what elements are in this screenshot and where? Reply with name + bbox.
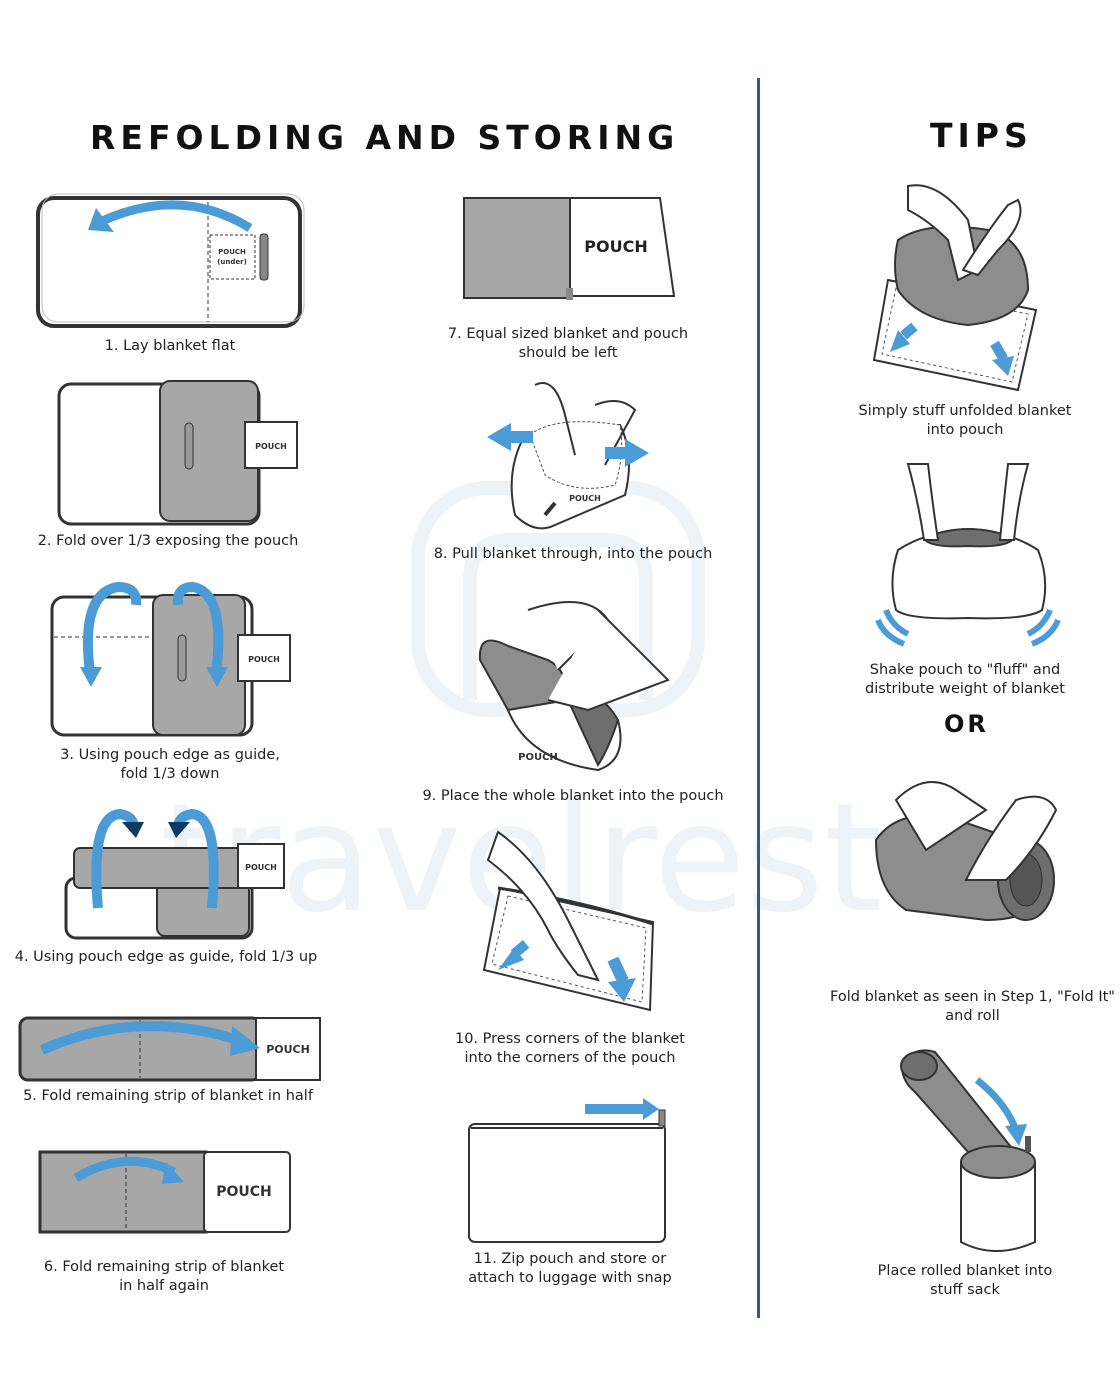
step-6-caption: 6. Fold remaining strip of blanket in ha…: [43, 1259, 285, 1294]
step-1-caption: 1. Lay blanket flat: [104, 338, 236, 354]
tip-1-caption: Simply stuff unfolded blanket into pouch: [858, 403, 1072, 438]
column-divider: [757, 78, 760, 1318]
svg-text:POUCH: POUCH: [569, 494, 601, 503]
tip-3-illustration: [874, 781, 1058, 922]
tip-4-illustration: [900, 1049, 1036, 1252]
tip-2-caption: Shake pouch to "fluff" and distribute we…: [865, 662, 1065, 697]
svg-text:POUCH: POUCH: [245, 863, 277, 872]
step-5-illustration: POUCH: [18, 1016, 321, 1082]
svg-text:POUCH: POUCH: [248, 655, 280, 664]
step-4-caption: 4. Using pouch edge as guide, fold 1/3 u…: [14, 949, 318, 965]
tip-3-caption: Fold blanket as seen in Step 1, "Fold It…: [830, 989, 1115, 1024]
step-3-caption: 3. Using pouch edge as guide, fold 1/3 d…: [60, 747, 280, 782]
tip-2-illustration: [875, 463, 1061, 647]
step-3-illustration: POUCH: [50, 581, 291, 737]
step-8-illustration: POUCH: [487, 382, 649, 530]
svg-text:POUCH: POUCH: [266, 1043, 310, 1056]
step-5-caption: 5. Fold remaining strip of blanket in ha…: [23, 1088, 313, 1104]
step-9-illustration: POUCH: [478, 601, 670, 772]
step-2-caption: 2. Fold over 1/3 exposing the pouch: [37, 533, 299, 549]
svg-text:POUCH: POUCH: [218, 248, 246, 256]
step-11-caption: 11. Zip pouch and store or attach to lug…: [468, 1251, 672, 1286]
svg-text:POUCH: POUCH: [584, 237, 647, 256]
svg-text:POUCH: POUCH: [518, 752, 558, 763]
step-9-caption: 9. Place the whole blanket into the pouc…: [422, 788, 724, 804]
main-heading: REFOLDING AND STORING: [90, 118, 680, 157]
step-2-illustration: POUCH: [57, 380, 298, 526]
step-10-illustration: [482, 830, 655, 1012]
step-8-caption: 8. Pull blanket through, into the pouch: [433, 546, 713, 562]
tips-heading: TIPS: [930, 116, 1033, 155]
step-10-caption: 10. Press corners of the blanket into th…: [454, 1031, 685, 1066]
step-4-illustration: POUCH: [64, 808, 285, 940]
step-1-illustration: POUCH (under): [36, 193, 305, 328]
step-6-illustration: POUCH: [38, 1150, 291, 1234]
tip-1-illustration: [872, 184, 1038, 392]
svg-text:POUCH: POUCH: [255, 442, 287, 451]
svg-text:(under): (under): [217, 258, 247, 266]
svg-text:POUCH: POUCH: [216, 1184, 272, 1200]
step-11-illustration: [468, 1098, 666, 1243]
step-7-illustration: POUCH: [463, 197, 676, 300]
or-separator: OR: [944, 710, 989, 738]
tip-4-caption: Place rolled blanket into stuff sack: [877, 1263, 1053, 1298]
step-7-caption: 7. Equal sized blanket and pouch should …: [447, 326, 689, 361]
